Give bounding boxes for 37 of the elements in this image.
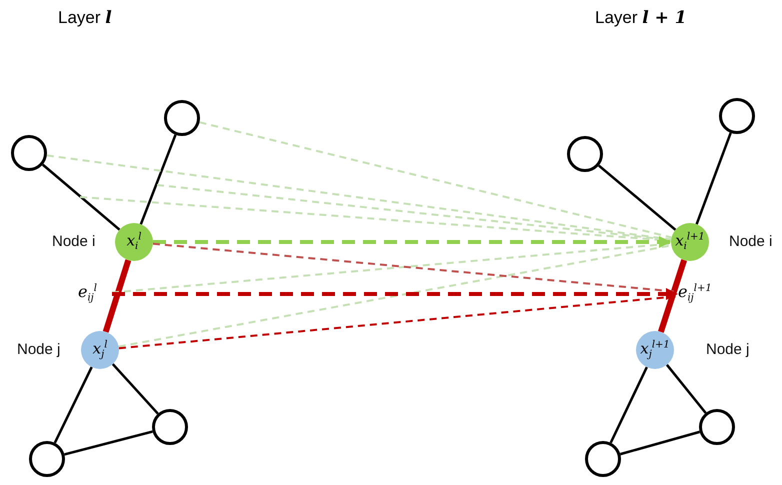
node-caption: Node i [52,233,96,250]
graph-edge [598,164,676,231]
graph-edge [54,366,93,444]
node-circle [81,331,119,369]
graph-edge [102,259,132,333]
graph-edge [112,363,159,415]
empty-node-circle [29,441,65,477]
dashed-line [46,154,672,240]
empty-node-circle [11,135,47,171]
empty-node-circle [699,409,735,445]
layer-title: Layer l + 1 [595,8,687,28]
graph-edge [140,134,177,225]
node-circle [636,331,674,369]
node-caption: Node j [17,341,60,358]
empty-node-circle [585,441,621,477]
graph-edge [64,430,153,456]
graph-edge [658,259,687,333]
graph-edge [695,132,732,225]
node-caption: Node i [729,233,772,250]
empty-node-circle [152,409,188,445]
node-circle [671,223,709,261]
dashed-arrow [153,236,671,248]
graph-edge [620,430,700,456]
graph-edge [610,366,648,444]
dashed-line [199,121,672,238]
node-circle [115,223,153,261]
dashed-line [118,295,678,350]
dashed-line [80,196,672,242]
graph-edge [42,164,120,231]
dashed-arrow [112,288,678,300]
empty-node-circle [164,100,200,136]
graph-edge [666,364,707,414]
empty-node-circle [567,136,603,172]
dashed-line [118,244,672,348]
layer-title: Layer l [58,8,112,28]
node-caption: Node j [706,341,750,358]
empty-node-circle [719,98,755,134]
